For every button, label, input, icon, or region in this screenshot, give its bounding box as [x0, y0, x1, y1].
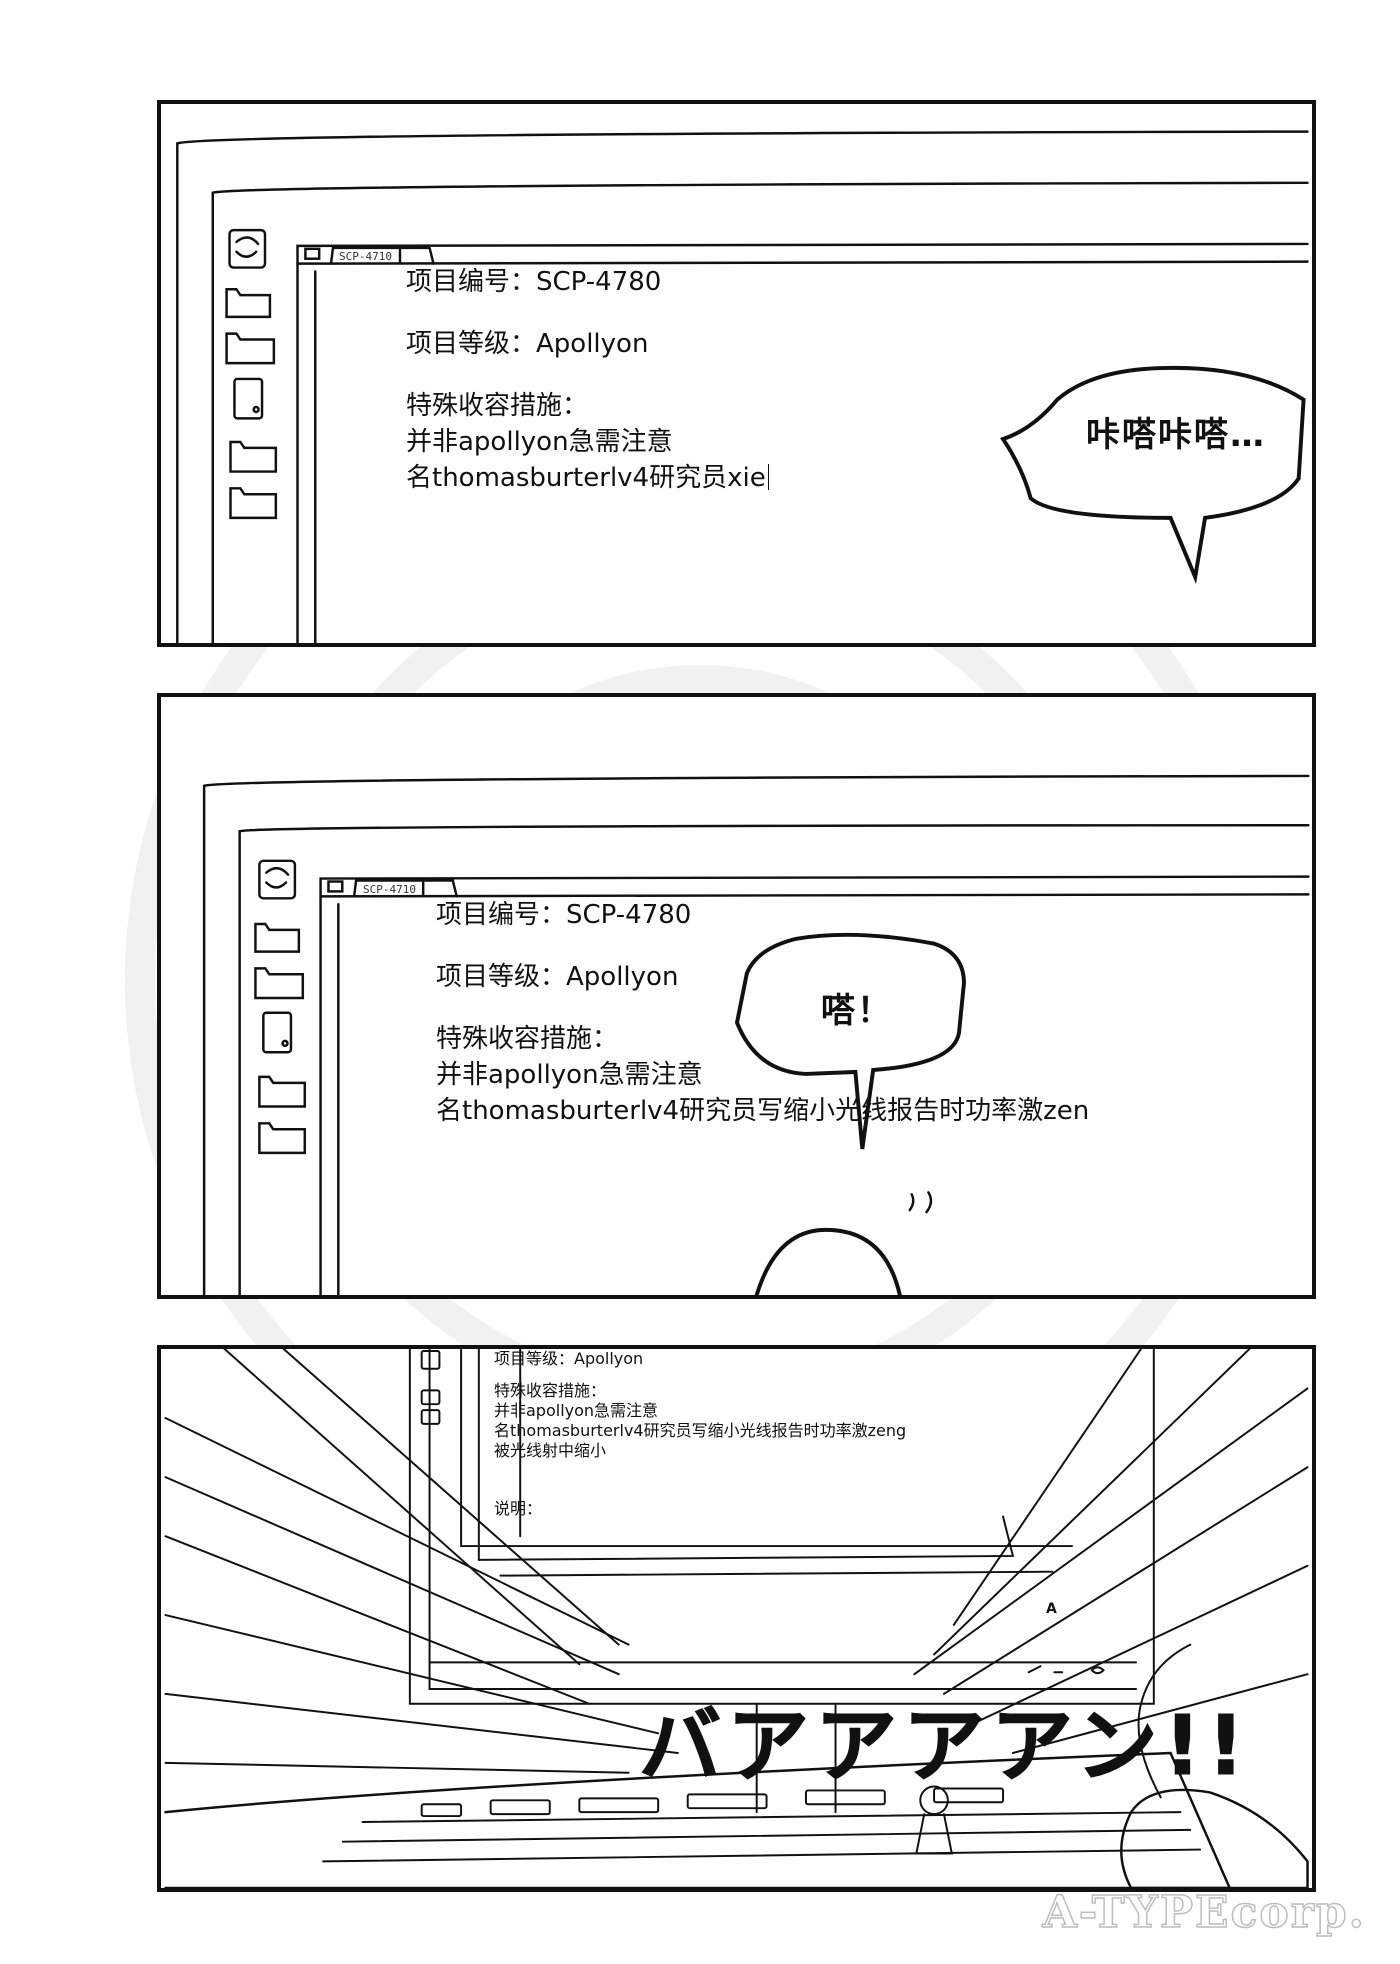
procedures-line-2[interactable]: 名thomasburterlv4研究员写缩小光线报告时功率激zen — [436, 1096, 1090, 1126]
speech-bubble-text: 嗒！ — [821, 991, 893, 1031]
taskbar-glyph[interactable]: A — [1046, 1601, 1057, 1617]
item-number: 项目编号：SCP-4780 — [406, 267, 662, 297]
text-caret — [767, 464, 769, 490]
publisher-credit: A-TYPEcorp. — [1042, 1886, 1366, 1939]
window-tab-title[interactable]: SCP-4710 — [339, 250, 392, 263]
speech-bubble-text: 咔嗒咔嗒… — [1086, 415, 1266, 455]
procedures-line-2[interactable]: 名thomasburterlv4研究员xie — [406, 460, 769, 496]
window-tab-title[interactable]: SCP-4710 — [363, 883, 416, 896]
panel-2: SCP-4710 项目编号：SCP-4780 项目等级：Apollyon 特殊收… — [157, 693, 1316, 1299]
item-number: 项目编号：SCP-4780 — [436, 900, 692, 930]
procedures-heading: 特殊收容措施： — [436, 1024, 619, 1054]
procedures-line-1: 并非apollyon急需注意 — [494, 1401, 659, 1420]
item-class: 项目等级：Apollyon — [494, 1349, 644, 1368]
document-text: 项目编号：SCP-4780 项目等级：Apollyon 特殊收容措施： 并非ap… — [406, 264, 769, 496]
item-class: 项目等级：Apollyon — [436, 962, 679, 992]
sound-effect: バアアアアン!! — [639, 1699, 1251, 1795]
panel-1: SCP-4710 项目编号：SCP-4780 项目等级：Apollyon 特殊收… — [157, 100, 1316, 647]
document-text: 项目编号：SCP-4780 项目等级：Apollyon 特殊收容措施： 并非ap… — [436, 897, 1089, 1129]
document-text: 项目等级：Apollyon 特殊收容措施： 并非apollyon急需注意 名th… — [494, 1349, 906, 1519]
panel-3: 项目等级：Apollyon 特殊收容措施： 并非apollyon急需注意 名th… — [157, 1345, 1316, 1892]
procedures-heading: 特殊收容措施： — [406, 391, 589, 421]
procedures-line-2: 名thomasburterlv4研究员写缩小光线报告时功率激zeng — [494, 1421, 907, 1440]
monitor-sketch — [202, 774, 1310, 1295]
procedures-line-1: 并非apollyon急需注意 — [436, 1060, 703, 1090]
procedures-line-3[interactable]: 被光线射中缩小 — [494, 1441, 607, 1460]
procedures-heading: 特殊收容措施： — [494, 1381, 607, 1400]
monitor-sketch — [176, 130, 1309, 643]
description-heading: 说明： — [494, 1499, 543, 1518]
procedures-line-1: 并非apollyon急需注意 — [406, 427, 673, 457]
item-class: 项目等级：Apollyon — [406, 329, 649, 359]
desk-scene-sketch — [164, 1349, 1309, 1888]
